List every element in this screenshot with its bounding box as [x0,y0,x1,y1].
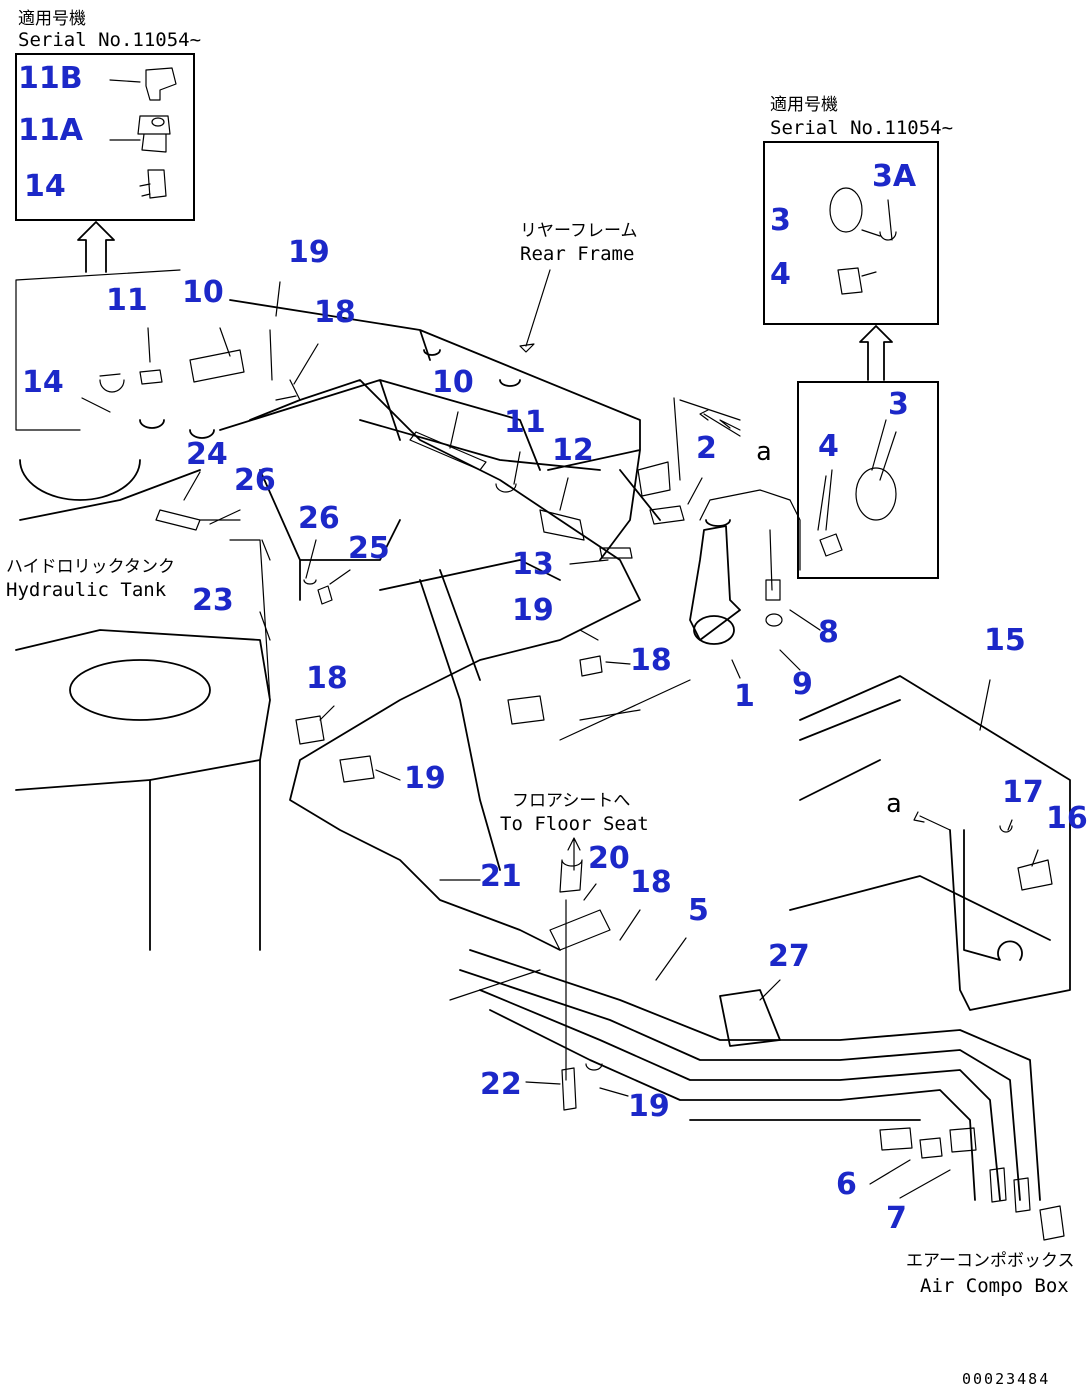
component-box-15 [789,675,1071,1011]
callout-4: 4 [818,429,839,464]
callout-24: 24 [186,437,228,472]
callout-19-bottom: 19 [628,1089,670,1124]
callout-26-b: 26 [298,501,340,536]
inset-right-jp-title: 適用号機 [770,95,838,115]
callout-20: 20 [588,841,630,876]
document-number: 00023484 [962,1370,1050,1388]
callout-2: 2 [696,431,717,466]
pipe-bundle [459,949,1065,1241]
callout-9: 9 [792,667,813,702]
callout-23: 23 [192,583,234,618]
callout-17: 17 [1002,775,1044,810]
callout-15: 15 [984,623,1026,658]
inset-right-serial: Serial No.11054~ [770,117,953,139]
callout-16: 16 [1046,801,1088,836]
callout-3: 3 [888,387,909,422]
callout-11a: 11A [18,113,84,148]
callout-8: 8 [818,615,839,650]
label-air-box-en: Air Compo Box [920,1275,1069,1297]
callout-14-inset: 14 [24,169,66,204]
callout-11: 11 [106,283,148,318]
valve-assembly [689,489,801,645]
callout-26-a: 26 [234,463,276,498]
inset-left-serial: Serial No.11054~ [18,29,201,51]
inset-left-jp-title: 適用号機 [18,9,86,29]
callout-10-mid: 10 [432,365,474,400]
hose-main [249,379,641,951]
callout-18-top: 18 [314,295,356,330]
arrow-to-inset-right [859,325,893,381]
label-hyd-tank-jp: ハイドロリックタンク [6,557,175,577]
callout-18-bottom: 18 [630,865,672,900]
callout-3-inset: 3 [770,203,791,238]
callout-5: 5 [688,893,709,928]
rear-frame [219,299,671,871]
hydraulic-tank [15,419,271,951]
callout-11b: 11B [18,61,83,96]
callout-19-top: 19 [288,235,330,270]
callout-11-mid: 11 [504,405,546,440]
callout-19-low: 19 [404,761,446,796]
callout-21: 21 [480,859,522,894]
callout-10: 10 [182,275,224,310]
callout-4-inset: 4 [770,257,791,292]
arrow-to-inset-left [77,221,115,273]
label-air-box-jp: エアーコンポボックス [906,1251,1074,1271]
label-rear-frame-en: Rear Frame [520,243,634,265]
callout-6: 6 [836,1167,857,1202]
inset-box-right: 適用号機 Serial No.11054~ 3A 3 4 [763,95,953,325]
label-rear-frame-jp: リヤーフレーム [520,221,637,241]
label-floor-seat-en: To Floor Seat [500,813,649,835]
callout-14: 14 [22,365,64,400]
inset-box-left: 適用号機 Serial No.11054~ 11B 11A 14 [15,9,201,221]
view-a-label-1: a [756,437,772,467]
callout-19-mid: 19 [512,593,554,628]
callout-3a: 3A [872,159,917,194]
callout-18-low: 18 [306,661,348,696]
callout-22: 22 [480,1067,522,1102]
callout-18-mid: 18 [630,643,672,678]
label-floor-seat-jp: フロアシートへ [512,791,630,811]
view-a-label-2: a [886,789,902,819]
label-hyd-tank-en: Hydraulic Tank [6,579,167,601]
callout-27: 27 [768,939,810,974]
detail-box-3-4 [797,381,939,579]
callout-13: 13 [512,547,554,582]
callout-12: 12 [552,433,594,468]
callout-1: 1 [734,679,755,714]
callout-25: 25 [348,531,390,566]
callout-7: 7 [886,1201,907,1236]
